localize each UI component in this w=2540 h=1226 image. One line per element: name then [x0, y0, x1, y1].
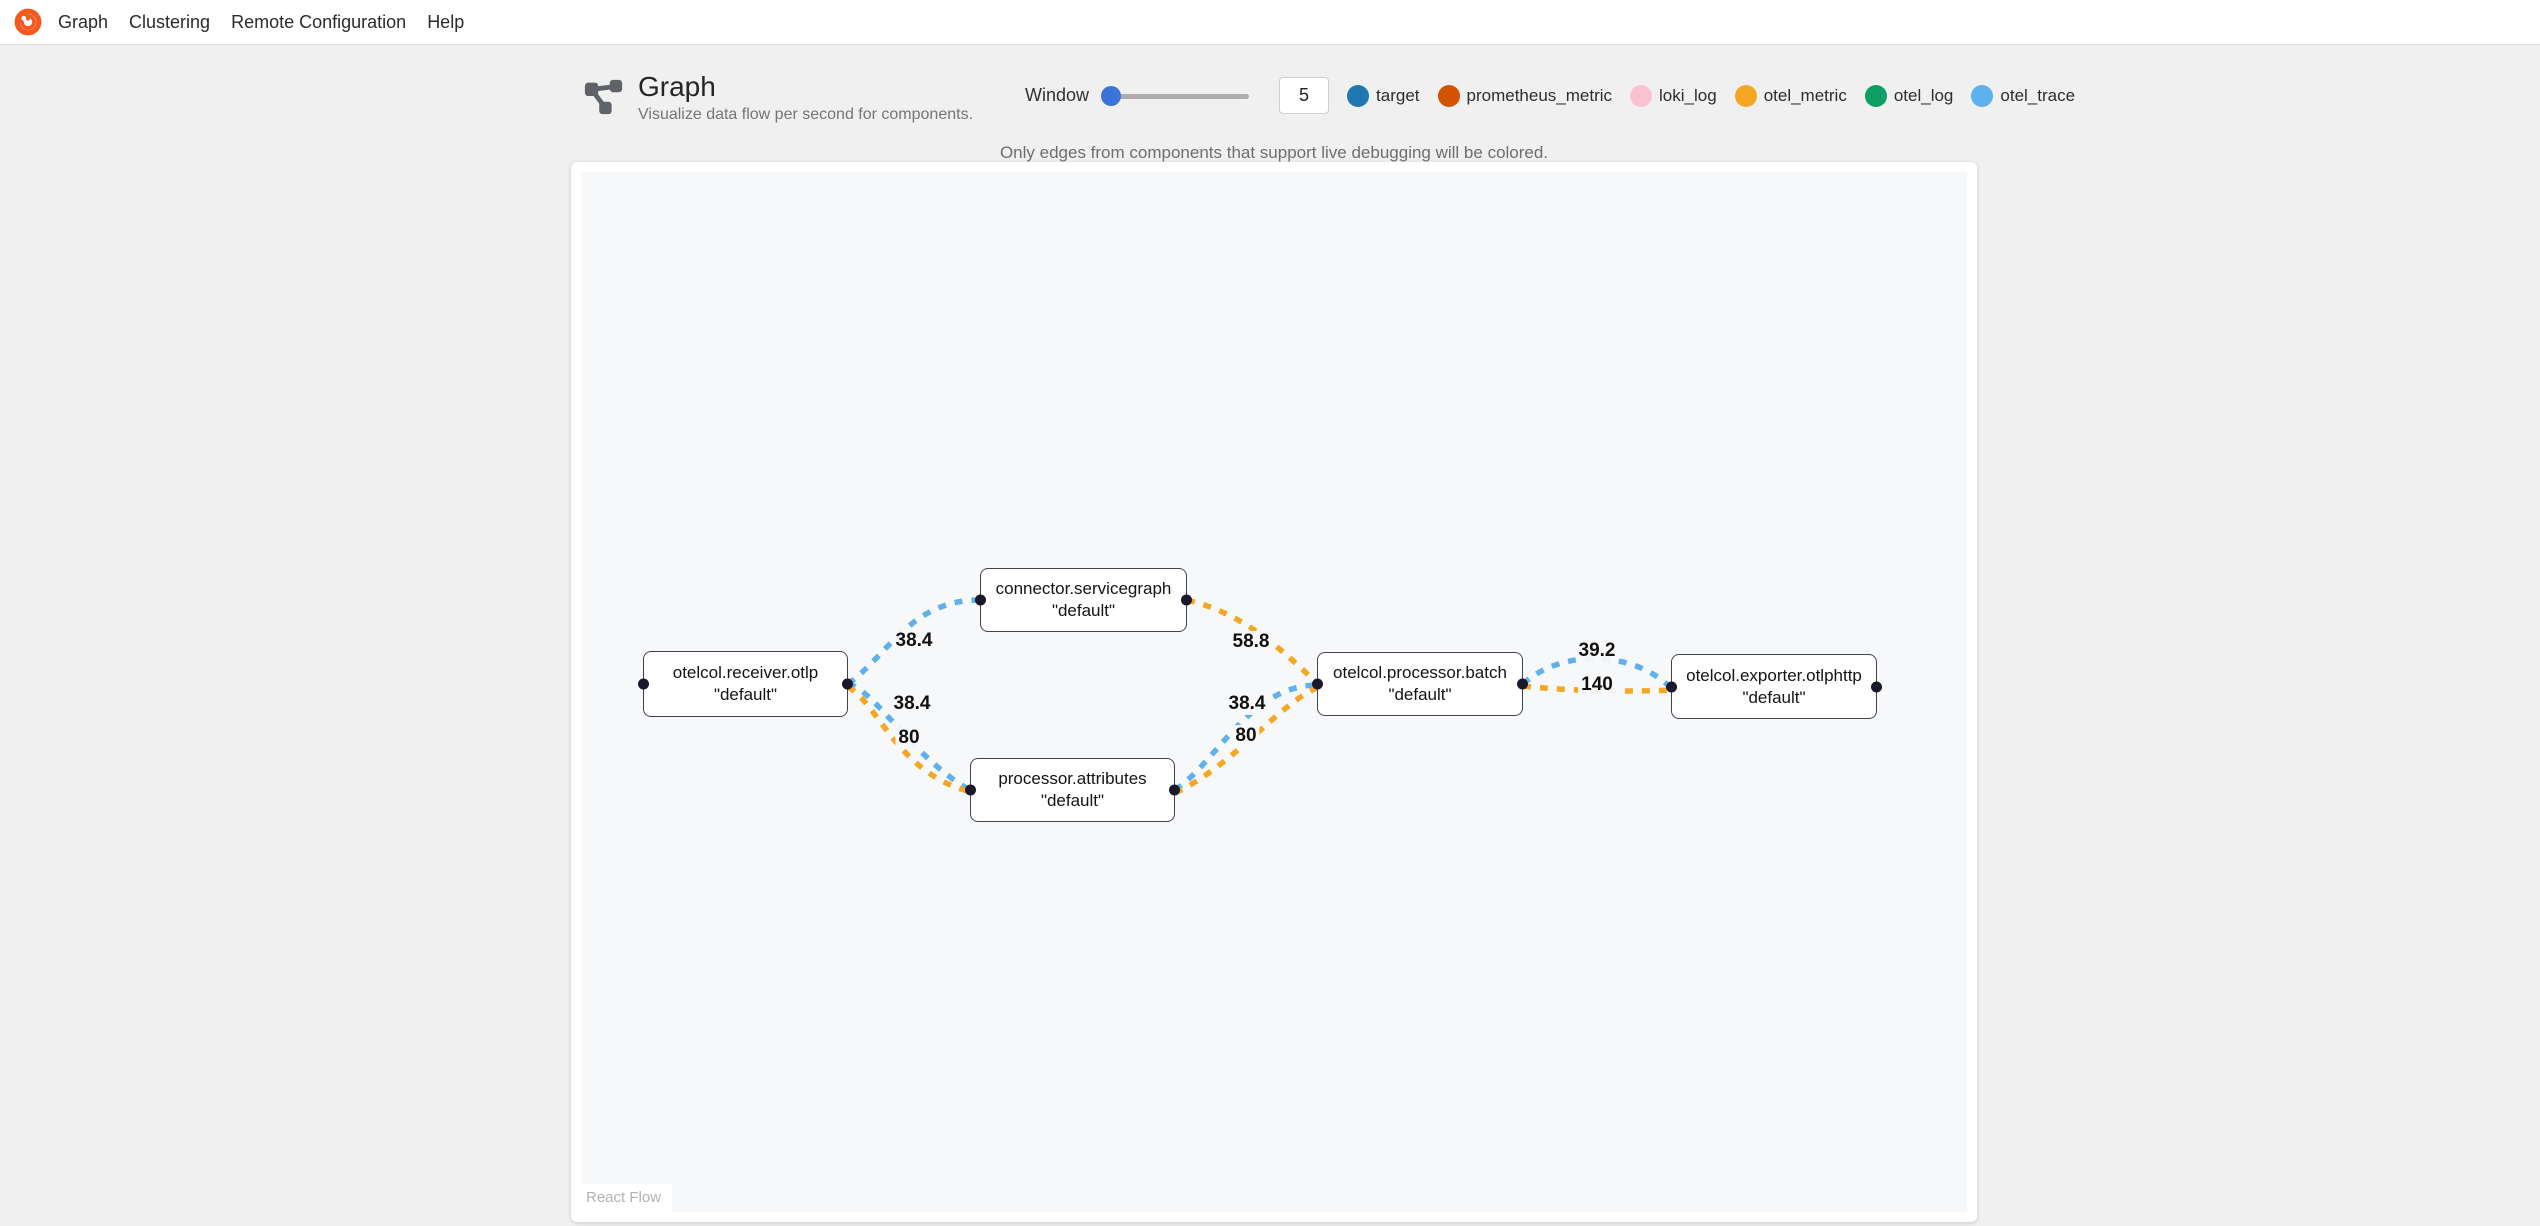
slider-thumb[interactable] — [1101, 85, 1122, 106]
window-slider[interactable] — [1101, 85, 1250, 106]
node-handle-right — [1871, 681, 1882, 692]
window-label: Window — [1025, 85, 1090, 105]
edge-rate-label: 38.4 — [892, 630, 936, 652]
nav-menu: Graph Clustering Remote Configuration Help — [58, 12, 464, 33]
legend-item-target: target — [1347, 84, 1420, 107]
alloy-logo[interactable] — [13, 7, 43, 37]
loki_log-color-dot — [1630, 84, 1653, 107]
legend-label: loki_log — [1659, 85, 1717, 105]
page-title: Graph — [638, 71, 716, 102]
node-title: otelcol.exporter.otlphttp — [1686, 665, 1862, 685]
top-nav: Graph Clustering Remote Configuration Help — [0, 0, 2540, 45]
nav-item-graph[interactable]: Graph — [58, 11, 109, 32]
legend-item-prometheus_metric: prometheus_metric — [1437, 84, 1613, 107]
legend-label: otel_metric — [1763, 85, 1847, 105]
edge-type-legend: target prometheus_metric loki_log otel_metr… — [1347, 84, 2076, 107]
edge-rate-label: 38.4 — [1225, 693, 1269, 715]
node-title: otelcol.receiver.otlp — [672, 663, 819, 682]
edge-batch-to-exporter-blue[interactable] — [1521, 655, 1673, 690]
node-subtitle: "default" — [1388, 685, 1452, 704]
page-subtitle: Visualize data flow per second for compo… — [638, 106, 974, 123]
node-handle-right — [1181, 594, 1192, 606]
live-debugging-note: Only edges from components that support … — [999, 143, 1549, 162]
node-receiver[interactable]: otelcol.receiver.otlp "default" — [638, 651, 853, 717]
graph-controls: Window target prometheus_metric loki_log ot… — [1025, 77, 2075, 114]
otel_metric-color-dot — [1734, 84, 1757, 107]
slider-track[interactable] — [1103, 93, 1250, 99]
nav-item-clustering[interactable]: Clustering — [129, 11, 211, 32]
legend-label: otel_log — [1893, 85, 1954, 105]
graph-card: React Flow otelcol.receiver.otlp "default… — [571, 162, 1977, 1222]
node-connector[interactable]: connector.servicegraph "default" — [975, 568, 1192, 632]
edge-rate-label: 58.8 — [1229, 631, 1273, 653]
node-subtitle: "default" — [1040, 791, 1105, 810]
edge-rate-label: 80 — [895, 727, 923, 749]
graph-icon — [584, 79, 623, 115]
prometheus_metric-color-dot — [1437, 84, 1460, 107]
edge-receiver-to-attributes-orange[interactable] — [846, 684, 969, 794]
legend-item-otel_trace: otel_trace — [1971, 84, 2076, 107]
edge-connector-to-batch-orange[interactable] — [1186, 597, 1319, 685]
legend-item-otel_log: otel_log — [1864, 84, 1954, 107]
node-handle-left — [1666, 681, 1677, 692]
page-header: Graph Visualize data flow per second for… — [583, 72, 973, 124]
node-subtitle: "default" — [1742, 687, 1806, 707]
node-title: otelcol.processor.batch — [1333, 663, 1507, 682]
node-handle-left — [638, 678, 649, 690]
edge-rate-label: 80 — [1232, 725, 1260, 747]
edge-rate-label: 39.2 — [1575, 640, 1619, 662]
node-handle-left — [1312, 678, 1323, 690]
legend-item-loki_log: loki_log — [1630, 84, 1717, 107]
edge-rate-label: 140 — [1578, 674, 1616, 696]
window-input[interactable] — [1279, 77, 1330, 114]
legend-item-otel_metric: otel_metric — [1734, 84, 1847, 107]
node-subtitle: "default" — [1051, 601, 1116, 620]
otel_trace-color-dot — [1971, 84, 1994, 107]
node-handle-right — [1169, 784, 1180, 796]
legend-label: prometheus_metric — [1466, 85, 1613, 105]
react-flow-canvas[interactable]: React Flow otelcol.receiver.otlp "default… — [581, 172, 1967, 1212]
edge-rate-label: 38.4 — [890, 693, 934, 715]
node-attributes[interactable]: processor.attributes "default" — [965, 758, 1180, 822]
node-subtitle: "default" — [713, 685, 778, 704]
node-title: connector.servicegraph — [995, 579, 1172, 598]
node-handle-right — [842, 678, 853, 690]
node-handle-left — [975, 594, 986, 606]
edge-receiver-to-connector-blue[interactable] — [846, 597, 981, 687]
node-handle-right — [1517, 678, 1528, 690]
node-exporter[interactable]: otelcol.exporter.otlphttp"default" — [1666, 654, 1882, 719]
legend-label: target — [1376, 85, 1420, 105]
node-handle-left — [965, 784, 976, 796]
nav-item-help[interactable]: Help — [427, 11, 465, 32]
node-batch[interactable]: otelcol.processor.batch "default" — [1312, 652, 1528, 716]
target-color-dot — [1347, 84, 1370, 107]
otel_log-color-dot — [1864, 84, 1887, 107]
edge-attributes-to-batch-orange[interactable] — [1173, 685, 1319, 796]
react-flow-attribution[interactable]: React Flow — [581, 1184, 673, 1212]
edge-receiver-to-attributes-blue[interactable] — [847, 681, 972, 793]
node-title: processor.attributes — [998, 769, 1147, 788]
legend-label: otel_trace — [2000, 85, 2076, 105]
nav-item-remote-configuration[interactable]: Remote Configuration — [231, 11, 407, 32]
